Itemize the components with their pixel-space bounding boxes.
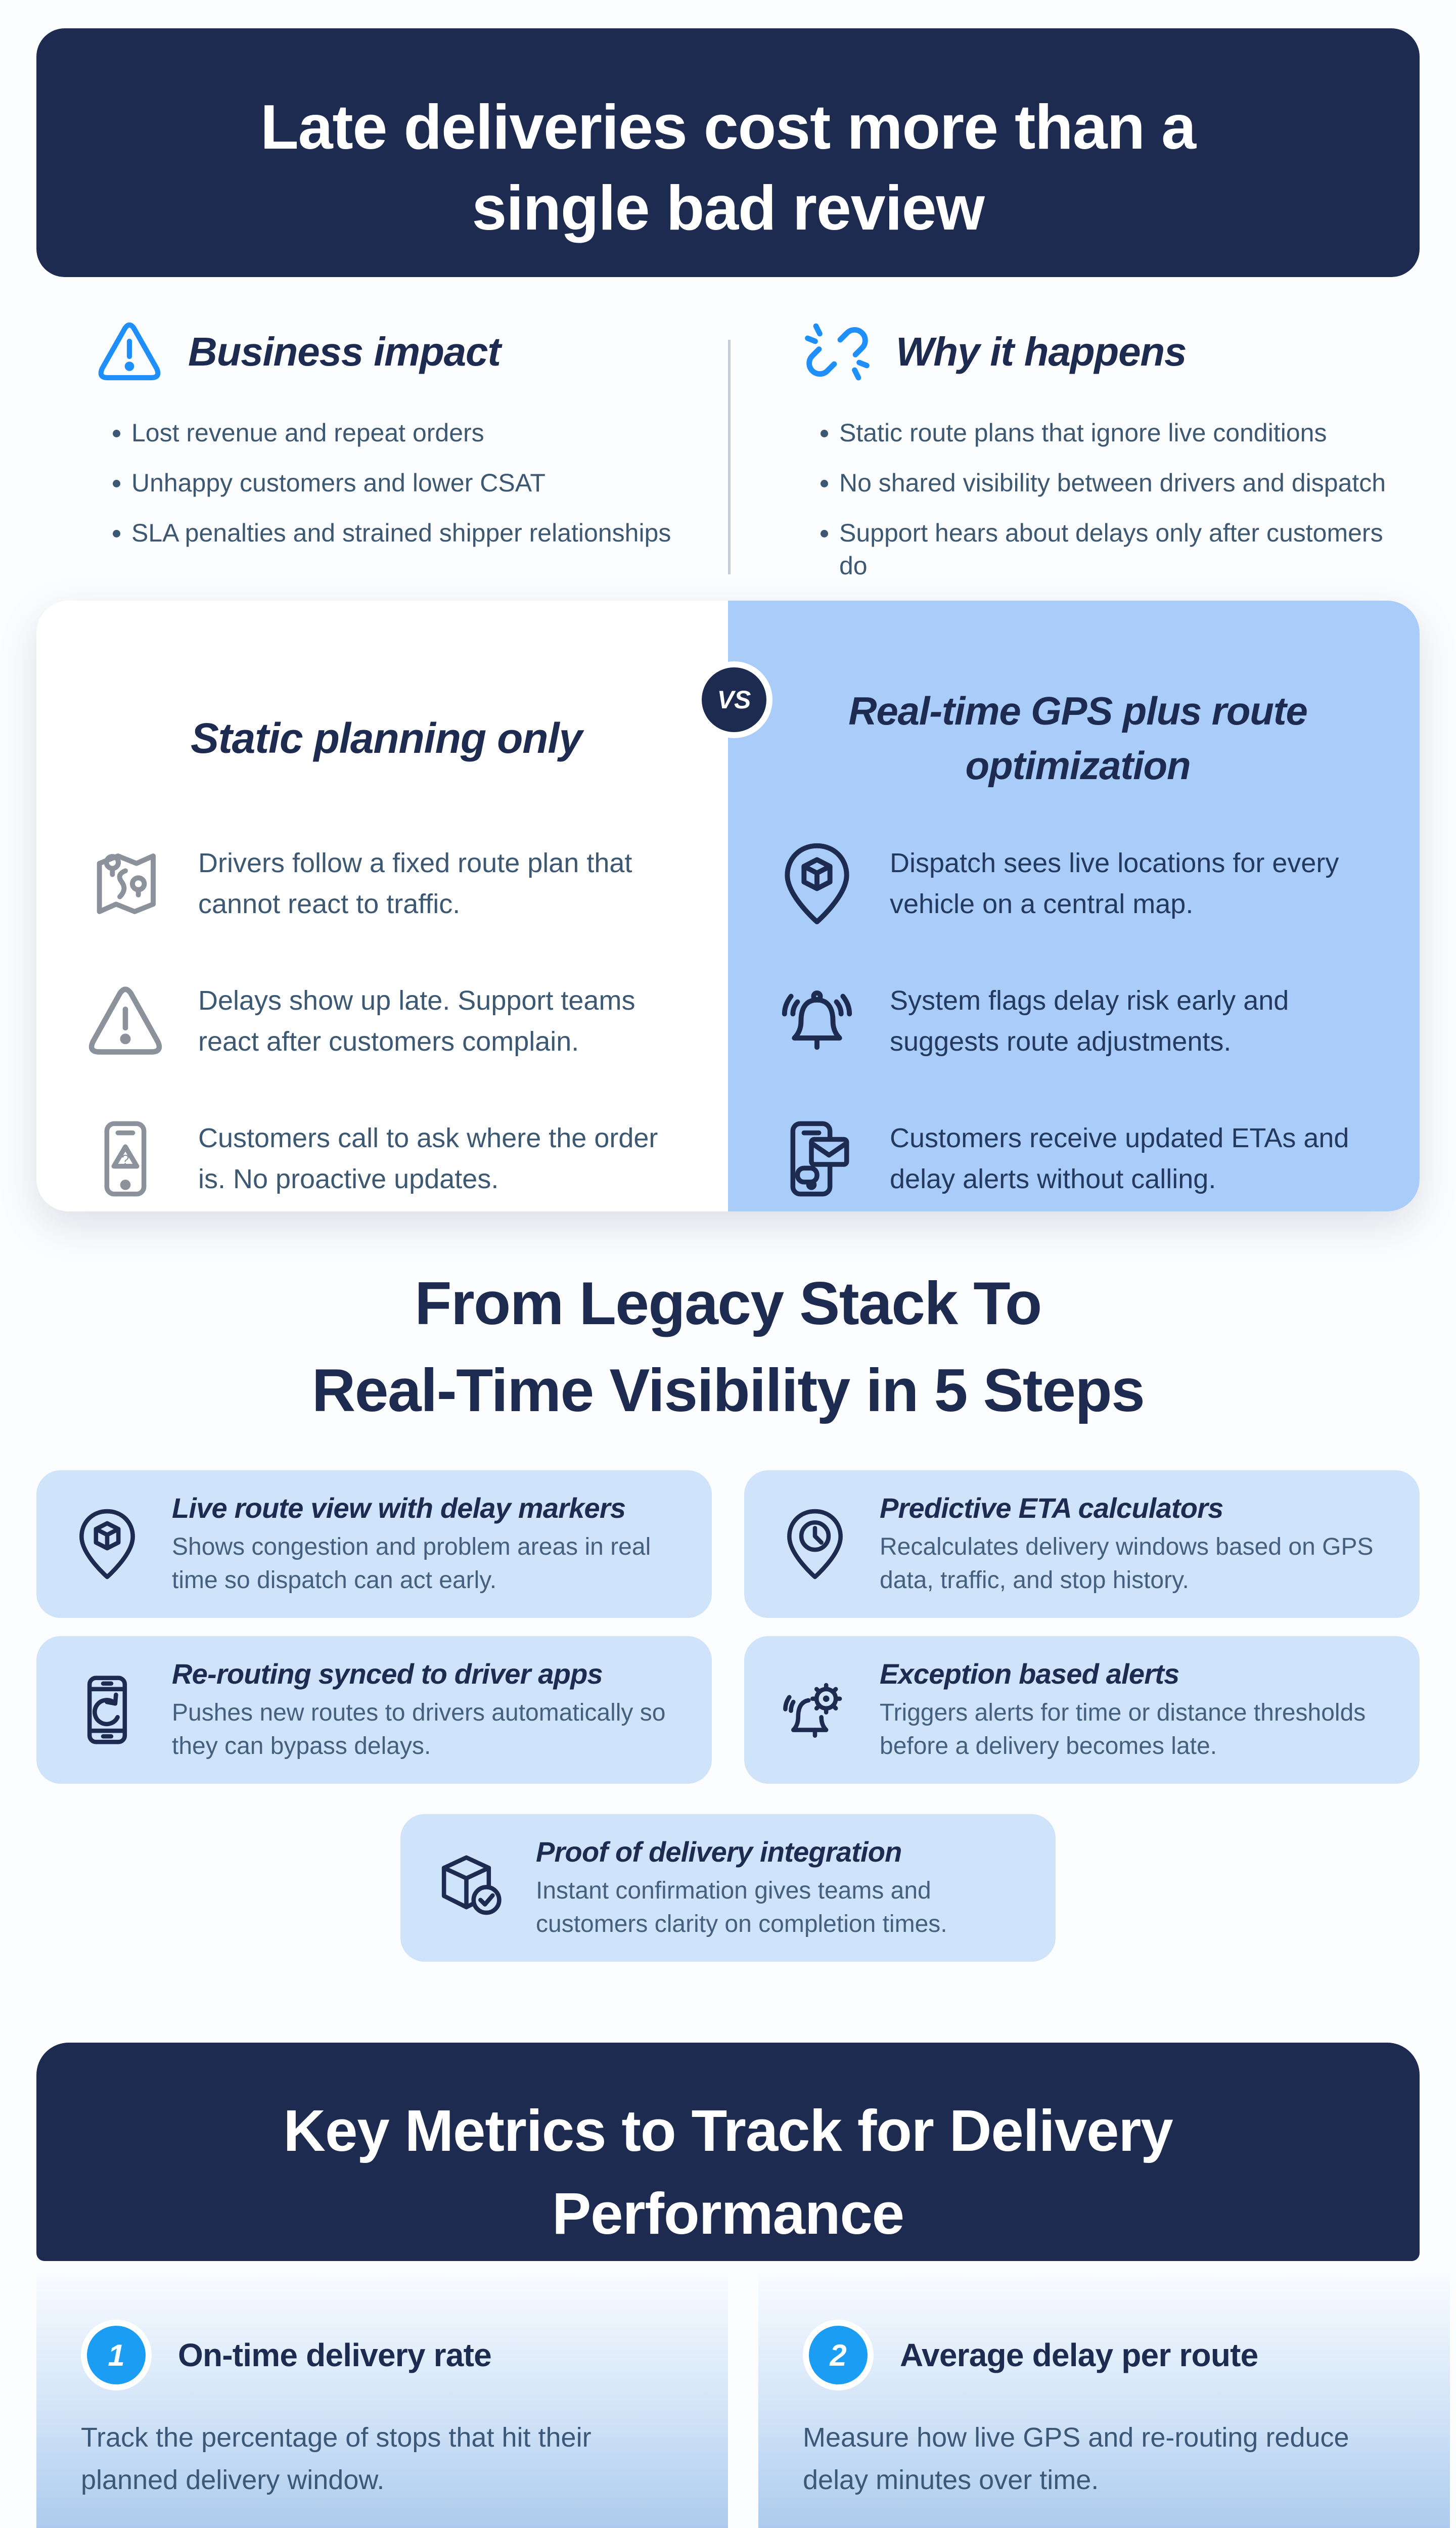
- compare-item-text: Drivers follow a fixed route plan that c…: [198, 848, 632, 919]
- static-planning-panel: Static planning only Drivers follow a fi…: [36, 601, 728, 1211]
- compare-item-text: Delays show up late. Support teams react…: [198, 985, 635, 1057]
- step-card-3: Re-routing synced to driver apps Pushes …: [36, 1636, 712, 1784]
- phone-question-icon: ?: [81, 1114, 170, 1203]
- column-divider: [728, 340, 731, 574]
- compare-item-text: Customers call to ask where the order is…: [198, 1123, 658, 1194]
- phone-refresh-icon: [69, 1672, 146, 1748]
- realtime-gps-title: Real-time GPS plus route optimization: [848, 689, 1308, 788]
- package-check-icon: [433, 1849, 510, 1926]
- warning-triangle-icon: [81, 977, 170, 1066]
- svg-text:?: ?: [121, 1152, 129, 1167]
- page-title-line1: Late deliveries cost more than a: [260, 93, 1196, 162]
- business-impact-column: Business impact Lost revenue and repeat …: [36, 307, 728, 582]
- step-title: Predictive ETA calculators: [880, 1492, 1223, 1524]
- step-body: Shows congestion and problem areas in re…: [172, 1533, 651, 1594]
- steps-grid: Live route view with delay markers Shows…: [36, 1470, 1420, 1962]
- metric-number-badge: 1: [81, 2320, 152, 2390]
- bell-gear-icon: [777, 1672, 853, 1748]
- list-item: Unhappy customers and lower CSAT: [131, 467, 700, 500]
- step-body: Instant confirmation gives teams and cus…: [536, 1877, 947, 1937]
- static-planning-title: Static planning only: [190, 714, 582, 762]
- metrics-heading-line2: Performance: [552, 2181, 904, 2246]
- compare-item-text: System flags delay risk early and sugges…: [890, 985, 1289, 1057]
- metric-body: Track the percentage of stops that hit t…: [81, 2422, 592, 2495]
- warning-triangle-icon: [93, 315, 166, 388]
- compare-item-text: Customers receive updated ETAs and delay…: [890, 1123, 1349, 1194]
- impact-causes-section: Business impact Lost revenue and repeat …: [36, 307, 1420, 582]
- business-impact-title: Business impact: [188, 329, 501, 374]
- bell-ringing-icon: [772, 977, 861, 1066]
- step-body: Recalculates delivery windows based on G…: [880, 1533, 1374, 1594]
- list-item: Static route plans that ignore live cond…: [839, 417, 1412, 449]
- metric-title: On-time delivery rate: [178, 2337, 492, 2373]
- why-it-happens-column: Why it happens Static route plans that i…: [728, 307, 1420, 582]
- pin-package-icon: [69, 1506, 146, 1583]
- step-card-4: Exception based alerts Triggers alerts f…: [744, 1636, 1420, 1784]
- header-band: Late deliveries cost more than a single …: [36, 28, 1420, 277]
- page-title-line2: single bad review: [472, 173, 985, 243]
- steps-heading-line1: From Legacy Stack To: [415, 1270, 1042, 1337]
- metrics-section-heading: Key Metrics to Track for Delivery Perfor…: [36, 2043, 1420, 2261]
- broken-link-icon: [801, 315, 874, 388]
- why-it-happens-title: Why it happens: [896, 329, 1187, 374]
- metrics-heading-line1: Key Metrics to Track for Delivery: [283, 2098, 1173, 2163]
- phone-message-icon: [772, 1114, 861, 1203]
- step-title: Proof of delivery integration: [536, 1835, 902, 1868]
- list-item: Customers receive updated ETAs and delay…: [772, 1114, 1383, 1203]
- list-item: Dispatch sees live locations for every v…: [772, 839, 1383, 928]
- business-impact-list: Lost revenue and repeat orders Unhappy c…: [105, 417, 700, 550]
- why-it-happens-list: Static route plans that ignore live cond…: [813, 417, 1412, 582]
- metric-body: Measure how live GPS and re-routing redu…: [803, 2422, 1349, 2495]
- step-body: Triggers alerts for time or distance thr…: [880, 1699, 1366, 1759]
- map-route-icon: [81, 839, 170, 928]
- step-body: Pushes new routes to drivers automatical…: [172, 1699, 666, 1759]
- list-item: Delays show up late. Support teams react…: [81, 977, 692, 1066]
- step-title: Exception based alerts: [880, 1657, 1179, 1690]
- comparison-card: VS Static planning only Drivers follow a…: [36, 601, 1420, 1211]
- steps-heading-line2: Real-Time Visibility in 5 Steps: [311, 1357, 1145, 1424]
- list-item: System flags delay risk early and sugges…: [772, 977, 1383, 1066]
- step-title: Re-routing synced to driver apps: [172, 1657, 603, 1690]
- metric-card-1: 1 On-time delivery rate Track the percen…: [36, 2273, 728, 2528]
- realtime-gps-panel: Real-time GPS plus route optimization Di…: [728, 601, 1420, 1211]
- metric-card-2: 2 Average delay per route Measure how li…: [758, 2273, 1450, 2528]
- list-item: Drivers follow a fixed route plan that c…: [81, 839, 692, 928]
- list-item: No shared visibility between drivers and…: [839, 467, 1412, 500]
- list-item: SLA penalties and strained shipper relat…: [131, 517, 700, 550]
- step-card-1: Live route view with delay markers Shows…: [36, 1470, 712, 1618]
- pin-clock-icon: [777, 1506, 853, 1583]
- list-item: Support hears about delays only after cu…: [839, 517, 1412, 582]
- step-card-2: Predictive ETA calculators Recalculates …: [744, 1470, 1420, 1618]
- list-item: ? Customers call to ask where the order …: [81, 1114, 692, 1203]
- step-title: Live route view with delay markers: [172, 1492, 626, 1524]
- step-card-5: Proof of delivery integration Instant co…: [400, 1814, 1056, 1962]
- pin-package-icon: [772, 839, 861, 928]
- vs-badge: VS: [696, 661, 772, 738]
- metric-title: Average delay per route: [900, 2337, 1258, 2373]
- steps-section-heading: From Legacy Stack To Real-Time Visibilit…: [0, 1260, 1456, 1434]
- metric-number-badge: 2: [803, 2320, 874, 2390]
- metrics-grid: 1 On-time delivery rate Track the percen…: [36, 2273, 1450, 2528]
- compare-item-text: Dispatch sees live locations for every v…: [890, 848, 1339, 919]
- list-item: Lost revenue and repeat orders: [131, 417, 700, 449]
